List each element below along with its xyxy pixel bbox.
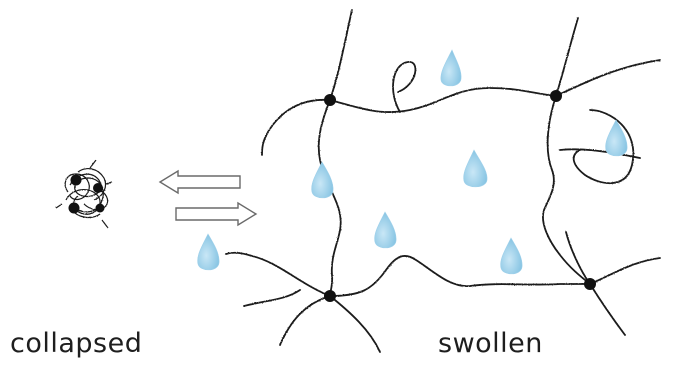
- water-drop-icon: [464, 150, 487, 187]
- swollen-crosslinks: [324, 90, 596, 302]
- crosslink-node-icon: [71, 175, 82, 186]
- crosslink-node-icon: [69, 203, 80, 214]
- water-drop-icon: [198, 234, 220, 270]
- crosslink-node-icon: [584, 278, 596, 290]
- arrow-right-icon: [176, 203, 256, 225]
- water-drops: [198, 50, 628, 274]
- water-drop-icon: [501, 238, 523, 274]
- water-drop-icon: [375, 212, 397, 248]
- crosslink-node-icon: [93, 183, 103, 193]
- arrow-left-icon: [160, 171, 240, 193]
- swollen-label: swollen: [438, 330, 543, 357]
- crosslink-node-icon: [96, 204, 105, 213]
- swollen-polymer-network: [226, 10, 660, 352]
- crosslink-node-icon: [324, 290, 336, 302]
- crosslink-node-icon: [550, 90, 562, 102]
- crosslink-node-icon: [324, 94, 336, 106]
- reversible-arrow-icon: [160, 171, 256, 225]
- collapsed-label: collapsed: [10, 330, 142, 357]
- water-drop-icon: [606, 120, 628, 156]
- collapsed-polymer-blob: [56, 160, 112, 228]
- water-drop-icon: [441, 50, 461, 86]
- water-drop-icon: [312, 162, 334, 198]
